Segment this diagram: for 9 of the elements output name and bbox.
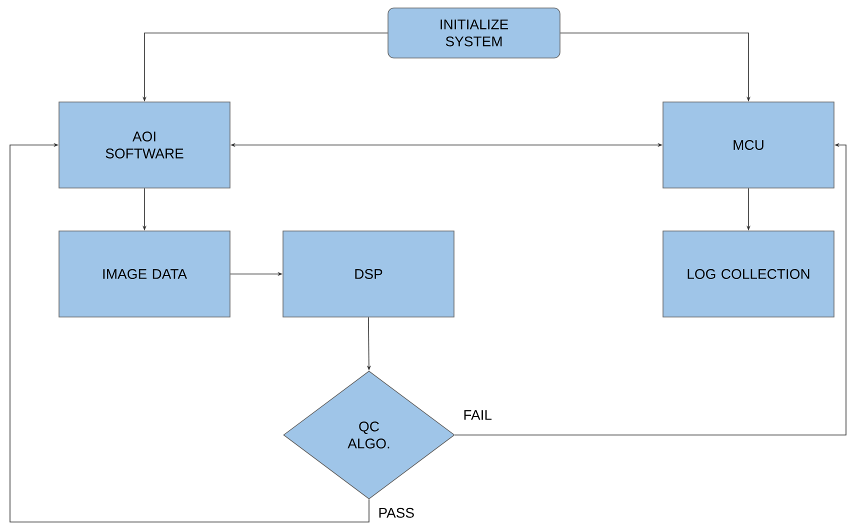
edge-label: PASS bbox=[377, 506, 416, 519]
process-box: LOG COLLECTION bbox=[662, 230, 834, 318]
arrow bbox=[10, 142, 370, 522]
process-box: DSP bbox=[282, 230, 454, 318]
start-box: INITIALIZE SYSTEM bbox=[388, 8, 560, 58]
edge-label: FAIL bbox=[462, 409, 493, 421]
process-box: AOI SOFTWARE bbox=[58, 102, 230, 188]
process-box: MCU bbox=[662, 102, 834, 188]
process-box: IMAGE DATA bbox=[58, 230, 230, 318]
